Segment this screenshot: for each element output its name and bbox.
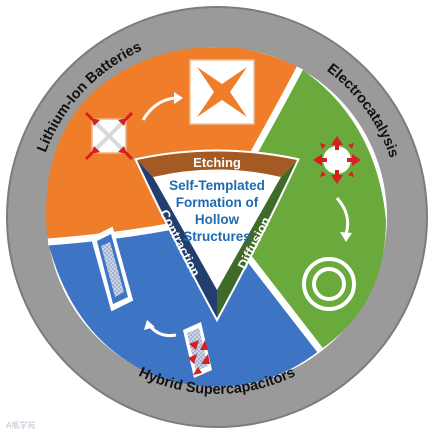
- curved-arrow-contraction-head-icon: [144, 320, 155, 330]
- expanding-sphere-icon: [313, 136, 361, 184]
- band-contraction: [137, 160, 217, 318]
- center-line-1: Self-Templated: [169, 178, 265, 193]
- band-etching: [137, 151, 297, 177]
- curved-arrow-etching-icon: [141, 96, 176, 121]
- hollow-cube-large-icon: [189, 59, 255, 125]
- outer-ring-edge: [6, 6, 428, 428]
- center-line-4: Structures: [183, 229, 251, 244]
- solid-prism-icon: [183, 322, 212, 378]
- hollow-prism-icon: [90, 226, 134, 312]
- center-line-3: Hollow: [195, 212, 240, 227]
- curved-arrow-diffusion-head-icon: [340, 232, 352, 242]
- watermark: A瓶学苑: [6, 420, 35, 430]
- band-diffusion: [217, 160, 297, 318]
- hollow-sphere-icon: [302, 257, 356, 311]
- center-line-2: Formation of: [176, 195, 259, 210]
- curved-arrow-diffusion-icon: [335, 197, 350, 235]
- red-arrows-etching-icon: [84, 111, 134, 161]
- curved-arrow-etching-head-icon: [174, 92, 183, 104]
- label-etching: Etching: [193, 155, 241, 170]
- etched-cube-small-icon: [90, 117, 128, 155]
